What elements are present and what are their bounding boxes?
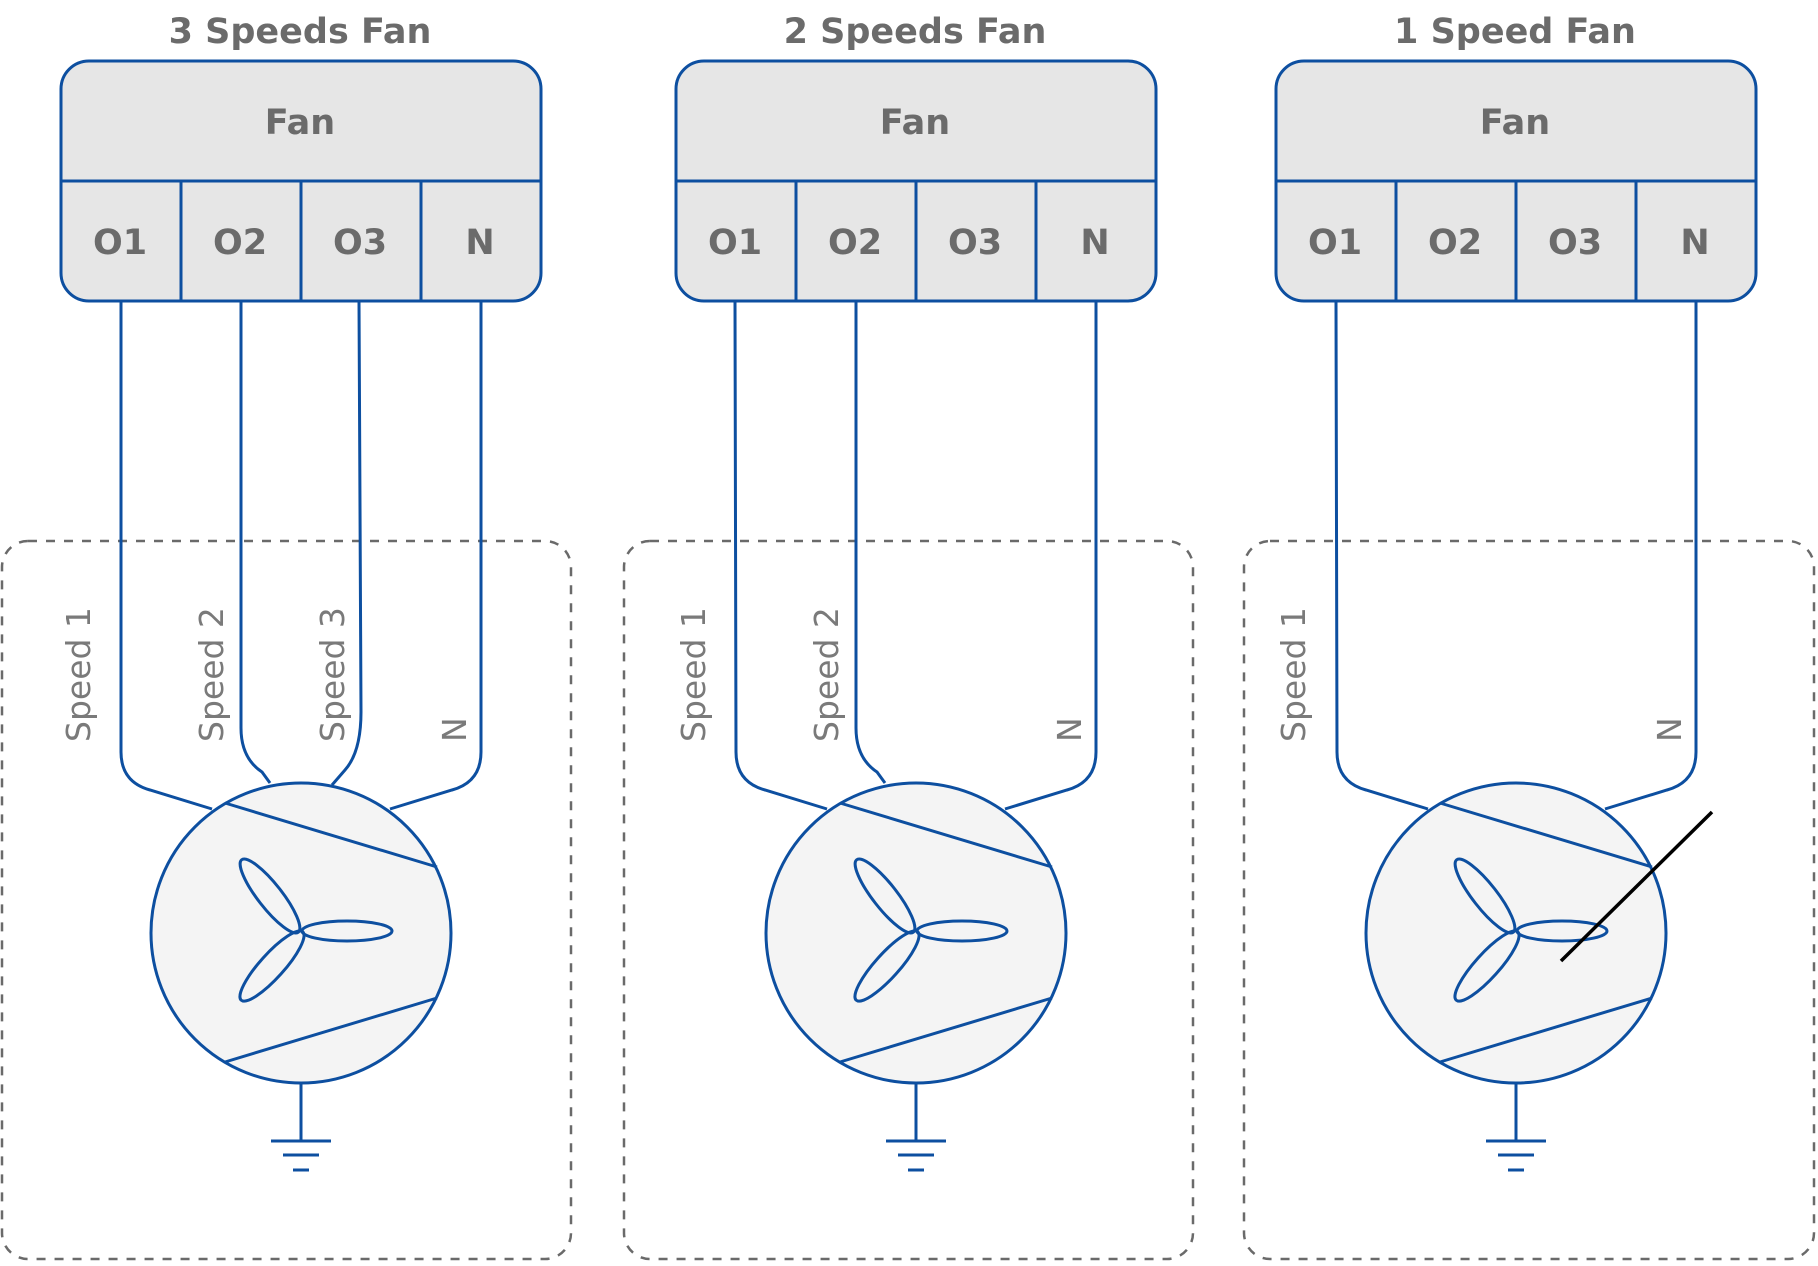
diagram-title: 1 Speed Fan	[1394, 12, 1636, 52]
controller-box: Fan O1 O2 O3 N	[1274, 59, 1758, 303]
wire-speed-1	[733, 300, 828, 811]
diagram-title: 2 Speeds Fan	[784, 12, 1047, 52]
wire-label-neutral: N	[1050, 717, 1089, 742]
ground-icon	[886, 1083, 946, 1172]
wire-speed-1	[119, 301, 213, 811]
diagram-1-speed: 1 Speed Fan Fan O1 O2 O3 N	[1242, 12, 1816, 1261]
controller-box: Fan O1 O2 O3 N	[59, 59, 543, 303]
wire-neutral	[1004, 301, 1098, 811]
wire-speed-2	[239, 301, 272, 784]
wire-label-speed-1: Speed 1	[674, 607, 713, 742]
ground-icon	[1486, 1083, 1546, 1172]
terminal-o3: O3	[948, 223, 1002, 263]
wire-label-speed-3: Speed 3	[313, 607, 352, 742]
terminal-o3: O3	[333, 223, 387, 263]
controller-box-label: Fan	[1480, 103, 1550, 143]
wire-speed-3	[330, 300, 363, 786]
terminal-o2: O2	[828, 223, 882, 263]
fan-enclosure-outline	[622, 539, 1195, 1261]
terminal-o3: O3	[1548, 223, 1602, 263]
controller-box-label: Fan	[880, 103, 950, 143]
wire-label-speed-1: Speed 1	[1274, 607, 1313, 742]
diagram-title: 3 Speeds Fan	[169, 12, 432, 52]
wire-label-speed-1: Speed 1	[59, 607, 98, 742]
wire-label-speed-2: Speed 2	[192, 607, 231, 742]
wire-label-speed-2: Speed 2	[807, 607, 846, 742]
fan-motor-icon	[1364, 781, 1668, 1085]
strike-through-line	[1559, 810, 1714, 963]
fan-enclosure-outline	[0, 539, 573, 1261]
wire-neutral	[389, 301, 483, 811]
wire-neutral	[1604, 301, 1698, 811]
terminal-o1: O1	[1308, 223, 1362, 263]
terminal-o2: O2	[213, 223, 267, 263]
wire-label-neutral: N	[435, 717, 474, 742]
terminal-o2: O2	[1428, 223, 1482, 263]
diagram-3-speeds: 3 Speeds Fan Fan O1 O2 O3 N	[0, 12, 573, 1261]
wire-speed-2	[854, 301, 887, 784]
terminal-n: N	[1680, 223, 1709, 263]
terminal-n: N	[1080, 223, 1109, 263]
terminal-o1: O1	[708, 223, 762, 263]
fan-motor-icon	[149, 781, 453, 1085]
wire-label-neutral: N	[1650, 717, 1689, 742]
controller-box-label: Fan	[265, 103, 335, 143]
controller-box: Fan O1 O2 O3 N	[674, 59, 1158, 303]
terminal-n: N	[465, 223, 494, 263]
wire-speed-1	[1334, 300, 1429, 811]
ground-icon	[271, 1083, 331, 1172]
terminal-o1: O1	[93, 223, 147, 263]
fan-motor-icon	[764, 781, 1068, 1085]
fan-enclosure-outline	[1242, 539, 1816, 1261]
diagram-2-speeds: 2 Speeds Fan Fan O1 O2 O3 N	[622, 12, 1195, 1261]
